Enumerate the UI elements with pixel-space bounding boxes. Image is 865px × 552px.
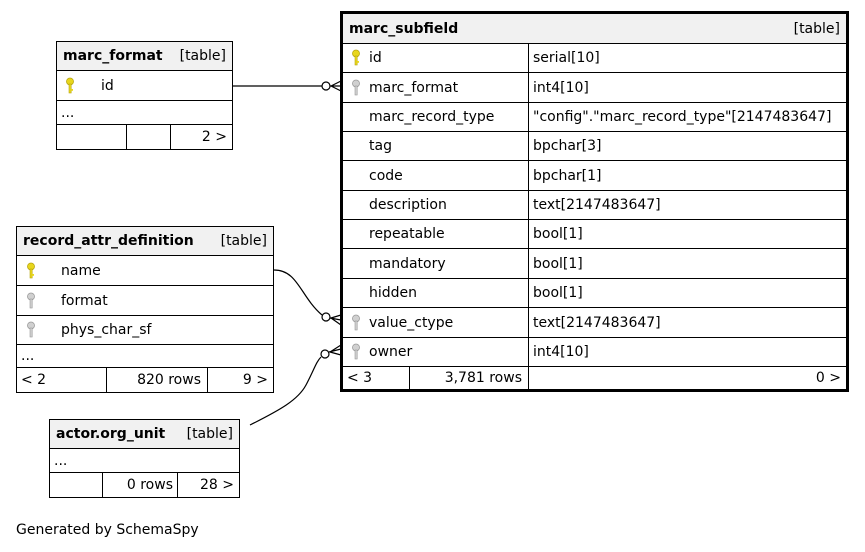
column-type: text[2147483647] xyxy=(533,314,661,331)
edge-owner-crowfoot xyxy=(328,344,342,356)
parents-count[interactable] xyxy=(50,473,103,497)
table-footer: < 2 820 rows 9 > xyxy=(17,368,273,392)
children-count[interactable]: 2 > xyxy=(201,129,227,145)
column-row-id[interactable]: id serial[10] xyxy=(343,44,846,73)
table-name: record_attr_definition xyxy=(23,233,194,249)
parents-count[interactable]: < 3 xyxy=(347,367,410,389)
column-name: value_ctype xyxy=(369,308,529,337)
children-count[interactable]: 0 > xyxy=(815,370,841,386)
column-row-id[interactable]: id xyxy=(57,71,232,101)
table-name: marc_format xyxy=(63,48,163,64)
table-type-tag: [table] xyxy=(179,48,226,64)
ellipsis: ... xyxy=(54,452,68,469)
column-row-hidden[interactable]: hidden bool[1] xyxy=(343,279,846,308)
generated-by-note: Generated by SchemaSpy xyxy=(16,522,199,538)
edge-owner xyxy=(249,356,322,426)
more-columns: ... xyxy=(57,101,232,125)
foreign-key-icon xyxy=(352,343,360,360)
edge-marc-format-optional-marker xyxy=(321,81,331,91)
table-header[interactable]: record_attr_definition [table] xyxy=(17,227,273,256)
column-name: owner xyxy=(369,338,529,366)
column-row-name[interactable]: name xyxy=(17,256,273,286)
column-row-marc-record-type[interactable]: marc_record_type "config"."marc_record_t… xyxy=(343,103,846,132)
children-count[interactable]: 9 > xyxy=(242,372,268,388)
children-count[interactable]: 28 > xyxy=(200,477,234,493)
column-row-phys-char-sf[interactable]: phys_char_sf xyxy=(17,316,273,345)
primary-key-icon xyxy=(27,262,35,279)
edge-value-ctype xyxy=(273,269,323,316)
table-footer: 2 > xyxy=(57,125,232,149)
foreign-key-icon xyxy=(352,314,360,331)
table-type-tag: [table] xyxy=(186,426,233,442)
column-row-repeatable[interactable]: repeatable bool[1] xyxy=(343,220,846,249)
column-name: repeatable xyxy=(369,220,529,248)
edge-value-ctype-crowfoot xyxy=(329,314,342,326)
table-actor-org-unit[interactable]: actor.org_unit [table] ... 0 rows 28 > xyxy=(49,419,240,498)
column-name: phys_char_sf xyxy=(61,322,152,338)
table-name: actor.org_unit xyxy=(56,426,166,442)
column-row-tag[interactable]: tag bpchar[3] xyxy=(343,132,846,161)
parents-count[interactable] xyxy=(57,125,127,149)
edge-owner-optional-marker xyxy=(320,349,330,359)
column-row-value-ctype[interactable]: value_ctype text[2147483647] xyxy=(343,308,846,338)
table-header[interactable]: marc_format [table] xyxy=(57,42,232,71)
row-count: 820 rows xyxy=(107,368,208,392)
column-type: bool[1] xyxy=(533,285,583,301)
column-name: marc_record_type xyxy=(369,103,529,131)
column-row-format[interactable]: format xyxy=(17,286,273,316)
edge-value-ctype-optional-marker xyxy=(321,312,331,322)
column-type: bool[1] xyxy=(533,255,583,272)
parents-count[interactable]: < 2 xyxy=(21,368,107,392)
column-name: id xyxy=(101,77,114,94)
column-type: bool[1] xyxy=(533,226,583,242)
column-name: id xyxy=(369,44,529,72)
column-type: serial[10] xyxy=(533,50,600,66)
column-row-description[interactable]: description text[2147483647] xyxy=(343,191,846,220)
table-name: marc_subfield xyxy=(349,20,459,37)
table-marc-subfield[interactable]: marc_subfield [table] id serial[10] marc… xyxy=(340,11,849,392)
column-name: name xyxy=(61,262,101,279)
more-columns: ... xyxy=(17,345,273,368)
column-name: code xyxy=(369,161,529,190)
column-type: bpchar[3] xyxy=(533,138,602,154)
column-name: tag xyxy=(369,132,529,160)
table-type-tag: [table] xyxy=(220,233,267,249)
edge-marc-format-crowfoot xyxy=(330,80,342,92)
column-name: hidden xyxy=(369,279,529,307)
table-record-attr-definition[interactable]: record_attr_definition [table] name form… xyxy=(16,226,274,393)
column-row-marc-format[interactable]: marc_format int4[10] xyxy=(343,73,846,103)
table-footer: < 3 3,781 rows 0 > xyxy=(343,367,846,389)
primary-key-icon xyxy=(66,77,74,94)
more-columns: ... xyxy=(50,449,239,473)
column-name: mandatory xyxy=(369,249,529,278)
foreign-key-icon xyxy=(27,321,35,338)
column-row-code[interactable]: code bpchar[1] xyxy=(343,161,846,191)
table-header[interactable]: marc_subfield [table] xyxy=(343,14,846,44)
ellipsis: ... xyxy=(21,348,35,364)
column-type: "config"."marc_record_type"[2147483647] xyxy=(533,109,832,125)
column-row-mandatory[interactable]: mandatory bool[1] xyxy=(343,249,846,279)
column-name: marc_format xyxy=(369,73,529,102)
column-type: bpchar[1] xyxy=(533,167,602,184)
row-count xyxy=(127,125,171,149)
column-name: format xyxy=(61,292,108,309)
row-count: 0 rows xyxy=(103,473,178,497)
foreign-key-icon xyxy=(27,292,35,309)
column-name: description xyxy=(369,191,529,219)
primary-key-icon xyxy=(352,49,360,66)
table-footer: 0 rows 28 > xyxy=(50,473,239,497)
column-type: int4[10] xyxy=(533,79,589,96)
column-type: int4[10] xyxy=(533,344,589,360)
table-marc-format[interactable]: marc_format [table] id ... 2 > xyxy=(56,41,233,150)
table-header[interactable]: actor.org_unit [table] xyxy=(50,420,239,449)
row-count: 3,781 rows xyxy=(410,367,529,389)
table-type-tag: [table] xyxy=(793,20,840,37)
column-row-owner[interactable]: owner int4[10] xyxy=(343,338,846,367)
column-type: text[2147483647] xyxy=(533,197,661,213)
ellipsis: ... xyxy=(61,104,75,121)
foreign-key-icon xyxy=(352,79,360,96)
